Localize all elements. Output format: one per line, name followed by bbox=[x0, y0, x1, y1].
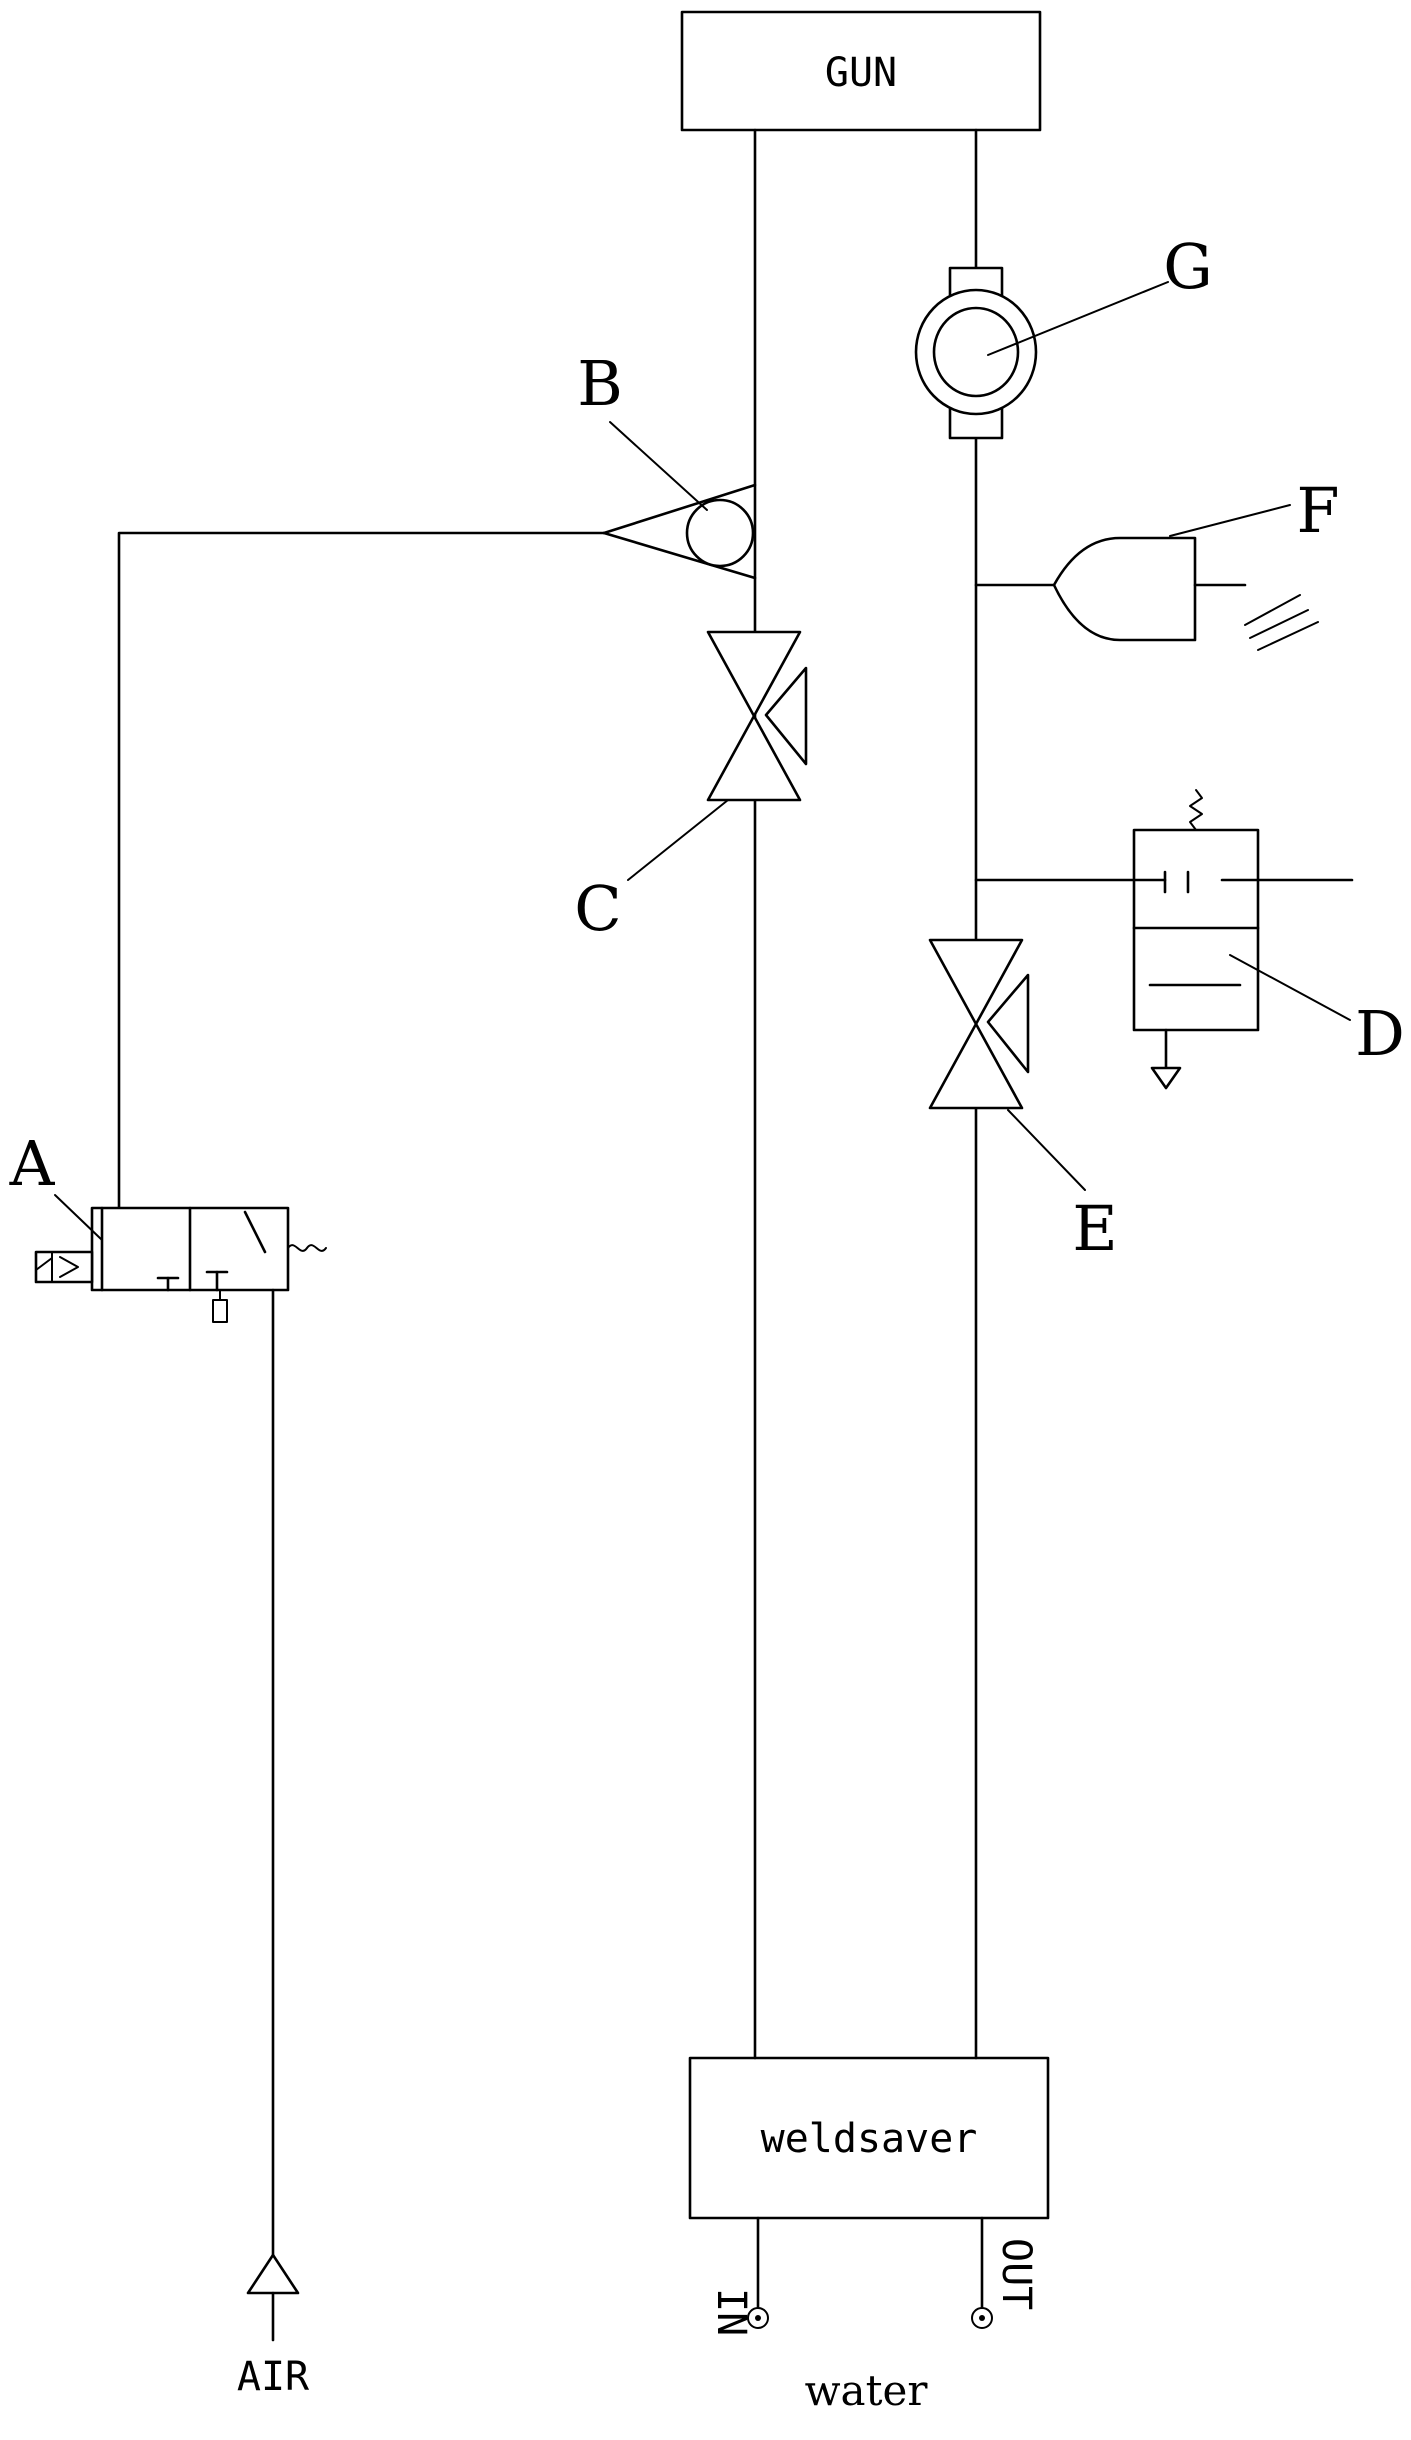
label-b: B bbox=[577, 347, 623, 420]
throttle-valve-e bbox=[928, 938, 1086, 1191]
throttle-valve-c bbox=[627, 630, 808, 881]
gun-block: GUN bbox=[680, 10, 1042, 132]
pilot-air-line bbox=[117, 531, 606, 1210]
label-g: G bbox=[1163, 230, 1213, 303]
air-supply: AIR bbox=[237, 1288, 310, 2400]
check-valve-b bbox=[602, 421, 757, 580]
air-label: AIR bbox=[237, 2354, 310, 2400]
label-f: F bbox=[1296, 474, 1339, 547]
water-connections: IN OUT water bbox=[708, 2216, 1039, 2415]
label-c: C bbox=[574, 872, 621, 945]
weldsaver-block: weldsaver bbox=[688, 2056, 1050, 2220]
in-port-label: IN bbox=[708, 2288, 754, 2336]
gun-label: GUN bbox=[825, 50, 897, 96]
out-port-label: OUT bbox=[993, 2238, 1039, 2310]
valve-d bbox=[974, 789, 1354, 1090]
weldsaver-label: weldsaver bbox=[761, 2116, 978, 2162]
label-e: E bbox=[1072, 1192, 1117, 1265]
flow-switch-f bbox=[974, 504, 1319, 651]
water-label: water bbox=[805, 2366, 929, 2415]
flow-meter-g bbox=[914, 266, 1169, 440]
solenoid-valve-a bbox=[34, 1194, 327, 1323]
label-d: D bbox=[1355, 997, 1405, 1070]
label-a: A bbox=[9, 1127, 56, 1200]
